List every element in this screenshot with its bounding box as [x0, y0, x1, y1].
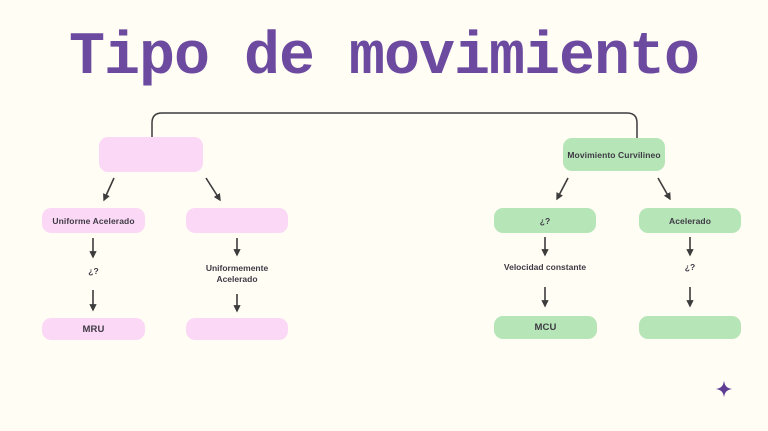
node-box-right-root: Movimiento Curvilineo [563, 138, 665, 171]
node-box: ¿? [494, 208, 596, 233]
result-box [186, 318, 288, 340]
node-note: Velocidad constante [503, 262, 587, 272]
result-box: MRU [42, 318, 145, 340]
node-box [186, 208, 288, 233]
node-note: ¿? [88, 266, 99, 276]
node-note: ¿? [684, 262, 696, 272]
result-box: MCU [494, 316, 597, 339]
arrow-icon [205, 177, 221, 202]
arrow-icon [103, 177, 115, 202]
node-note: Uniformemente Acelerado [205, 263, 269, 284]
arrow-icon [657, 177, 671, 201]
node-box: Acelerado [639, 208, 741, 233]
arrow-icon [556, 177, 569, 201]
result-box [639, 316, 741, 339]
sparkle-icon [715, 380, 733, 398]
node-box: Uniforme Acelerado [42, 208, 145, 233]
node-box-left-root [99, 137, 203, 172]
root-bracket-line [151, 112, 638, 138]
page-title: Tipo de movimiento [68, 24, 700, 92]
